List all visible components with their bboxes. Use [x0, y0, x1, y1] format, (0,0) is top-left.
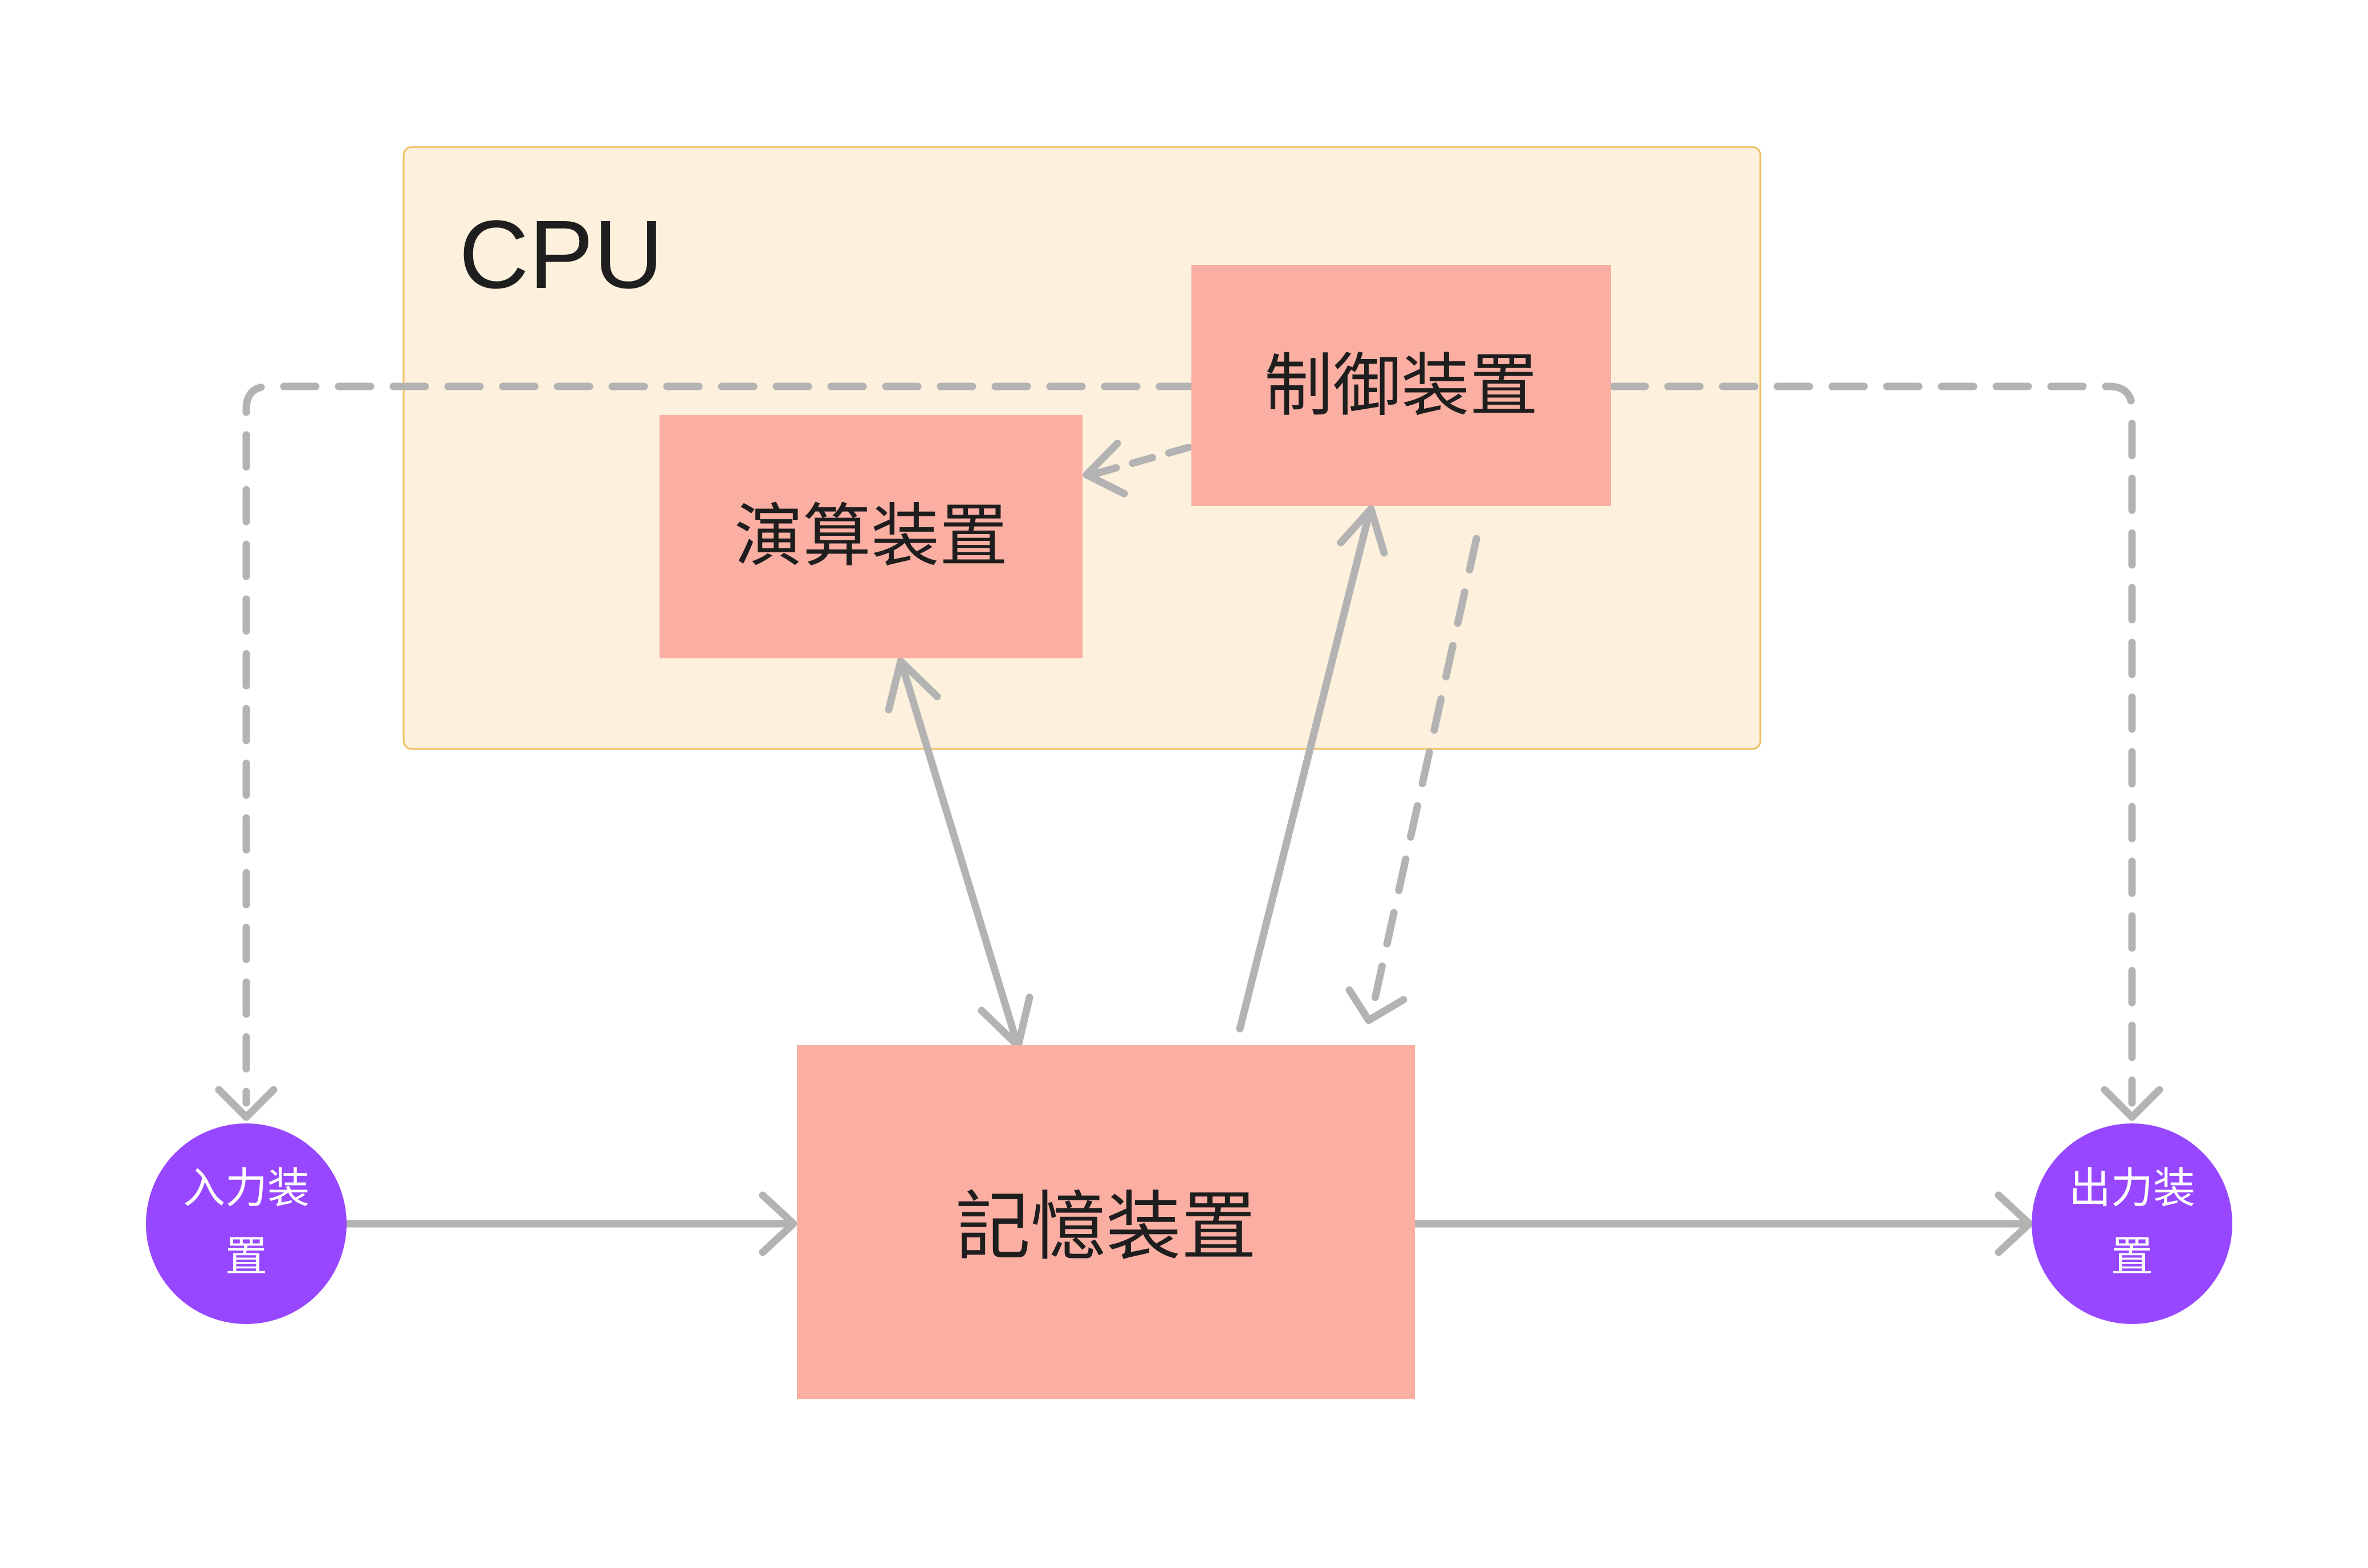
control-unit-label: 制御装置 — [1264, 347, 1538, 426]
memory-box[interactable]: 記憶装置 — [797, 1045, 1415, 1399]
memory-rect — [797, 1045, 1415, 1399]
output-device-circle — [2032, 1123, 2232, 1324]
output-device-node[interactable]: 出力装 置 — [2032, 1123, 2232, 1324]
cpu-label: CPU — [459, 201, 664, 309]
output-device-label-line2: 置 — [2111, 1232, 2153, 1281]
memory-to-control-line — [1236, 509, 1373, 1033]
control-to-alu-arrowhead — [1083, 439, 1128, 498]
input-device-node[interactable]: 入力装 置 — [146, 1123, 347, 1324]
memory-to-output-arrowhead — [1995, 1191, 2033, 1256]
output-device-label-line1: 出力装 — [2069, 1164, 2195, 1213]
alu-rect — [660, 415, 1083, 658]
control-unit-box[interactable]: 制御装置 — [1191, 265, 1611, 506]
input-device-label-line2: 置 — [225, 1232, 267, 1281]
alu-label: 演算装置 — [734, 497, 1008, 576]
memory-label: 記憶装置 — [955, 1183, 1256, 1271]
control-to-memory-dashed-line — [1369, 535, 1480, 1013]
memory-to-control-arrowhead — [1337, 505, 1388, 557]
control-unit-rect — [1191, 265, 1611, 506]
control-to-input-arrowhead — [215, 1086, 278, 1121]
input-device-circle — [146, 1123, 347, 1324]
control-to-memory-arrowhead — [1345, 986, 1407, 1024]
input-device-label-line1: 入力装 — [183, 1164, 310, 1213]
alu-memory-line — [898, 660, 1021, 1047]
alu-box[interactable]: 演算装置 — [660, 415, 1083, 658]
control-to-input-dashed-line — [242, 382, 1195, 1107]
input-to-memory-arrowhead — [759, 1191, 798, 1256]
control-to-alu-dashed-line — [1089, 443, 1193, 478]
control-to-output-dashed-line — [1609, 382, 2136, 1107]
control-to-output-arrowhead — [2101, 1086, 2163, 1121]
alu-memory-arrowhead-top — [885, 657, 941, 714]
